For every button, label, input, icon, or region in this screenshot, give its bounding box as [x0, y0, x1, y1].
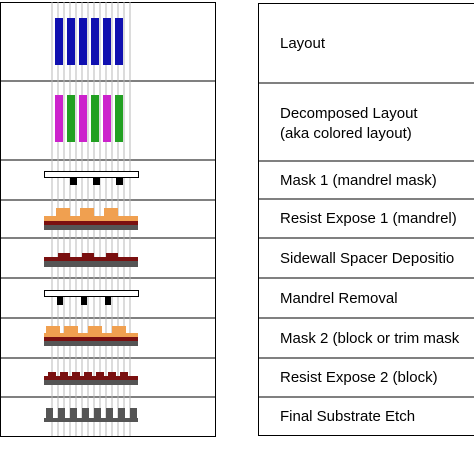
substrate-layer	[44, 225, 138, 230]
step-label-mask1: Mask 1 (mandrel mask)	[280, 172, 437, 189]
step-label-spacer-deposition: Sidewall Spacer Depositio	[280, 250, 455, 267]
resist-block	[112, 326, 126, 333]
etched-fin	[70, 408, 77, 418]
etched-fin	[94, 408, 101, 418]
substrate-layer	[44, 261, 138, 267]
step-label-mask2: Mask 2 (block or trim mask	[280, 330, 460, 347]
spacer-deposition-graphic	[44, 253, 138, 267]
resist-block	[46, 326, 60, 333]
spacer-block	[96, 372, 104, 376]
etched-fin	[46, 408, 53, 418]
mask-blob	[105, 296, 111, 305]
final-etch-graphic	[44, 408, 138, 422]
color-b-line	[67, 95, 75, 142]
spacer-block	[60, 372, 68, 376]
color-a-line	[79, 95, 87, 142]
mask-blob	[70, 177, 77, 185]
step-label-decomposed-layout: Decomposed Layout	[280, 105, 418, 122]
layout-line	[103, 18, 111, 65]
etched-fin	[106, 408, 113, 418]
spacer-block	[108, 372, 116, 376]
step-label-resist-expose2: Resist Expose 2 (block)	[280, 369, 438, 386]
substrate-base	[44, 418, 138, 422]
step-label-mandrel-removal: Mandrel Removal	[280, 290, 398, 307]
mask-blob	[116, 177, 123, 185]
resist-block	[80, 208, 94, 216]
color-a-line	[55, 95, 63, 142]
resist-expose1-graphic	[44, 208, 138, 230]
etched-fin	[58, 408, 65, 418]
spacer-layer	[44, 257, 138, 261]
left-panel	[0, 2, 216, 437]
mask-blob	[81, 296, 87, 305]
mask-blob	[57, 296, 63, 305]
mandrel-layer	[44, 221, 138, 225]
color-b-line	[91, 95, 99, 142]
etched-fin	[130, 408, 137, 418]
layout-line	[91, 18, 99, 65]
resist-block	[64, 326, 78, 333]
decomposed-layout-lines	[55, 95, 123, 142]
step-label-resist-expose1: Resist Expose 1 (mandrel)	[280, 210, 457, 227]
substrate-layer	[44, 341, 138, 346]
mask-plate	[44, 171, 139, 178]
resist-expose2-graphic	[44, 372, 138, 385]
etched-fin	[118, 408, 125, 418]
mandrel-layer	[44, 337, 138, 341]
mask-plate	[44, 290, 139, 297]
mask2-graphic	[44, 326, 138, 346]
color-a-line	[103, 95, 111, 142]
resist-block	[56, 208, 70, 216]
step-label-decomposed-layout-note: (aka colored layout)	[280, 125, 412, 142]
step-label-layout: Layout	[280, 35, 326, 52]
mandrel-removal-graphic	[44, 290, 139, 305]
spacer-block	[72, 372, 80, 376]
mandrel-block	[106, 253, 118, 257]
resist-layer	[44, 333, 138, 337]
mask-blob	[93, 177, 100, 185]
step-label-final-etch: Final Substrate Etch	[280, 408, 416, 425]
mask1-graphic	[44, 171, 139, 185]
mandrel-block	[58, 253, 70, 257]
spacer-block	[84, 372, 92, 376]
layout-line	[115, 18, 123, 65]
resist-layer	[44, 216, 138, 221]
resist-block	[104, 208, 118, 216]
resist-block	[88, 326, 102, 333]
substrate-layer	[44, 380, 138, 385]
right-panel	[258, 3, 474, 436]
etched-fin	[82, 408, 89, 418]
color-b-line	[115, 95, 123, 142]
mandrel-layer	[44, 376, 138, 380]
layout-line	[55, 18, 63, 65]
layout-line	[79, 18, 87, 65]
mandrel-block	[82, 253, 94, 257]
spacer-block	[120, 372, 128, 376]
layout-lines	[55, 18, 123, 65]
layout-line	[67, 18, 75, 65]
spacer-block	[48, 372, 56, 376]
